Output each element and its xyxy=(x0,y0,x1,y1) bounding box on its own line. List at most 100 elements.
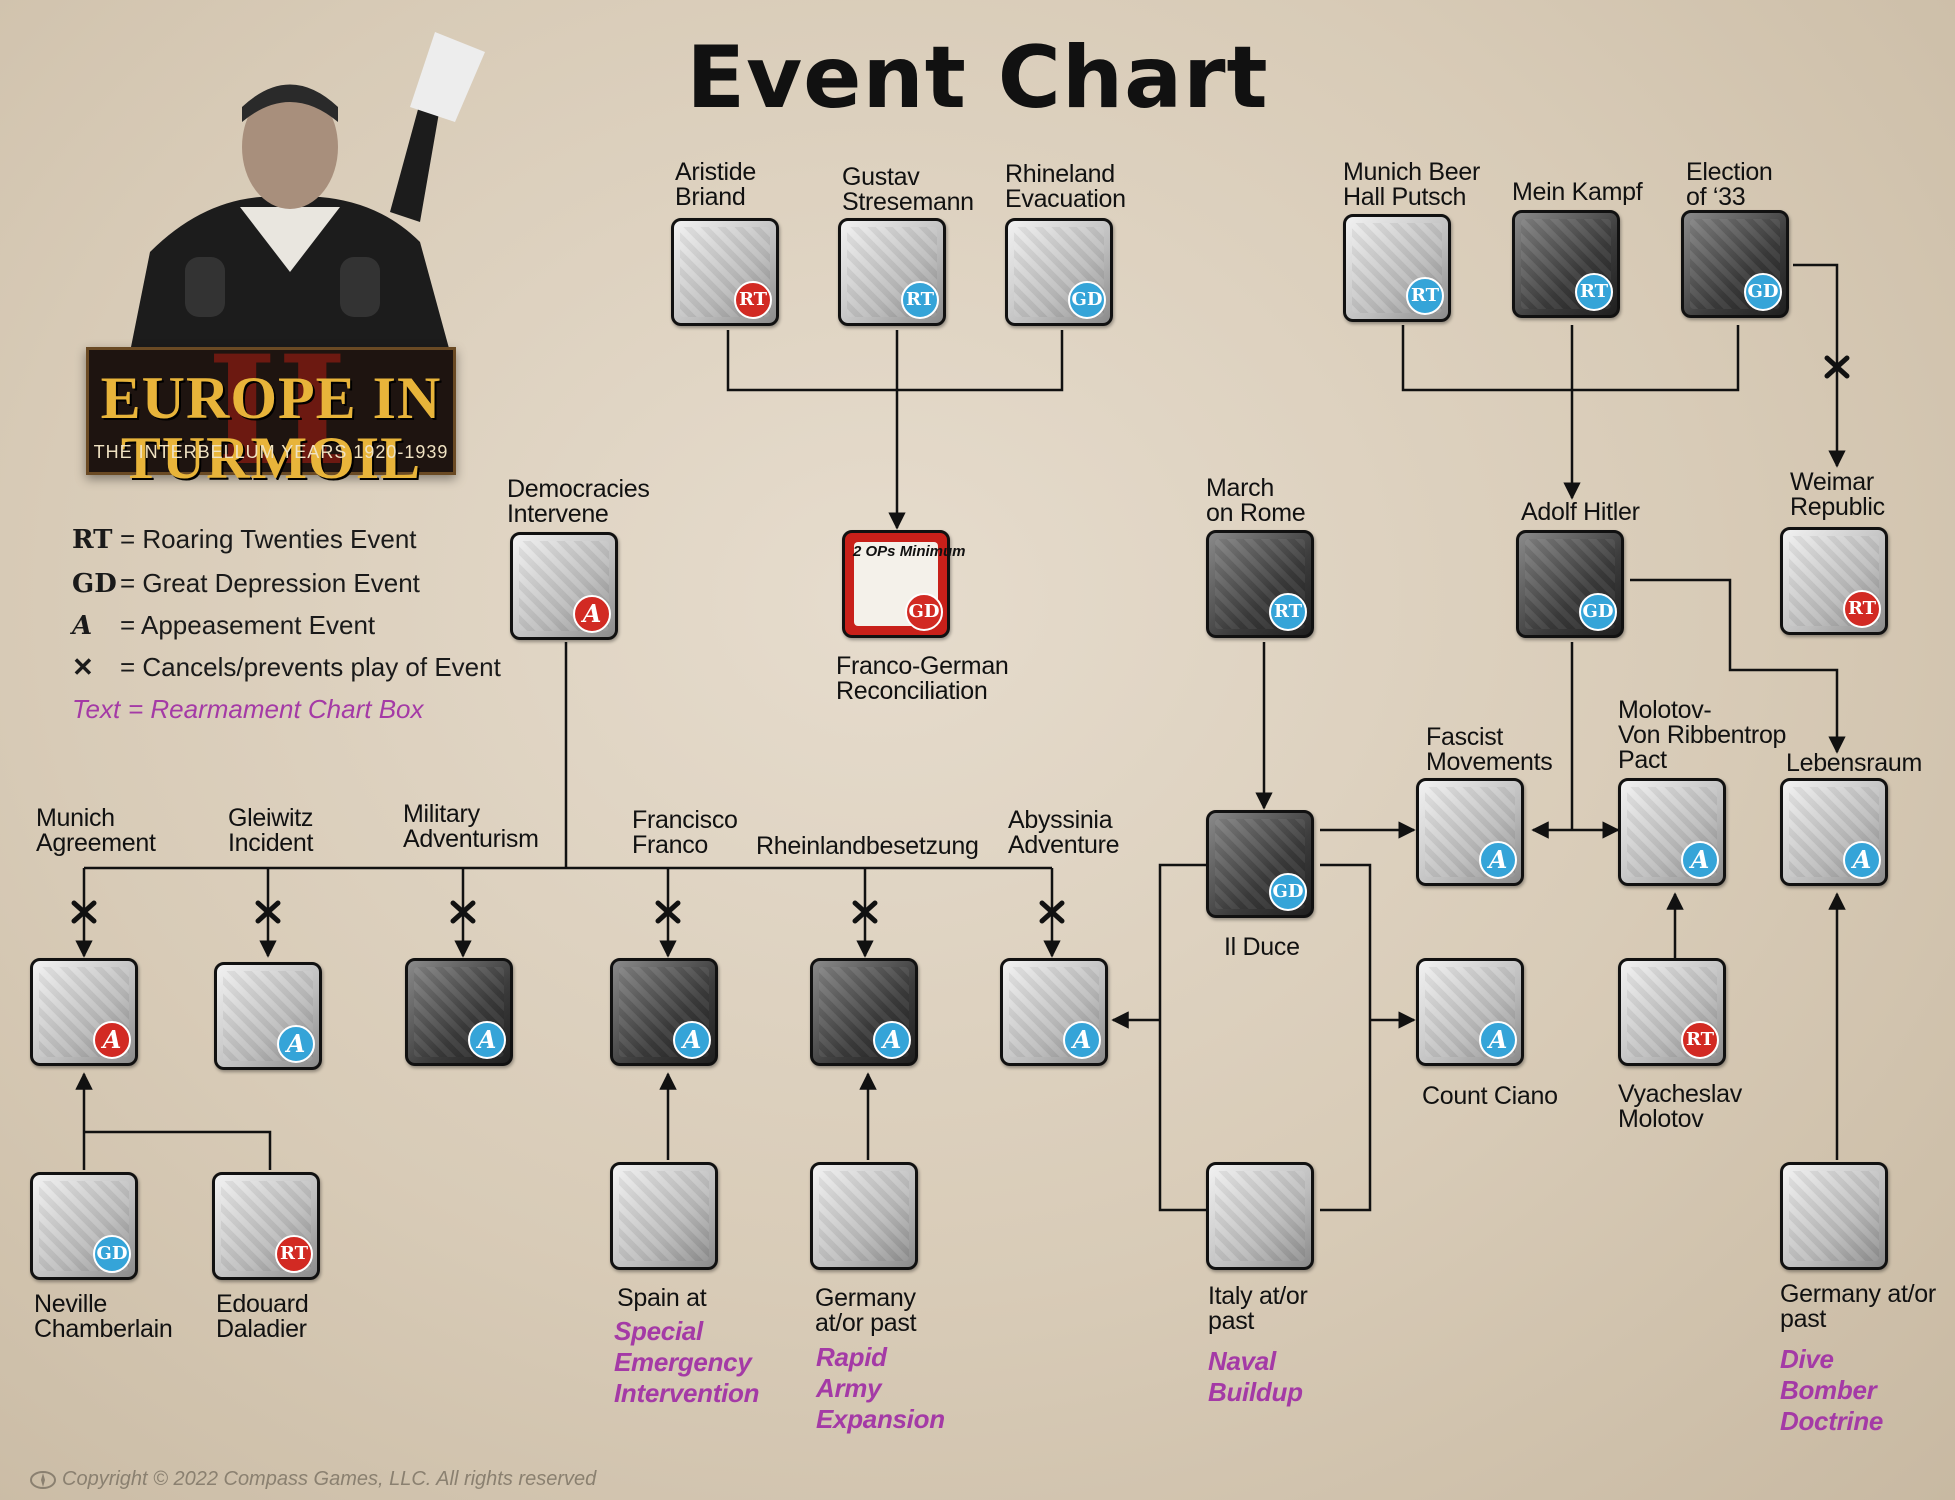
card-beer-hall-putsch[interactable]: RT xyxy=(1343,214,1451,322)
card-election-33[interactable]: GD xyxy=(1681,210,1789,318)
card-abyssinia-adventure[interactable]: A xyxy=(1000,958,1108,1066)
label-march-on-rome: March on Rome xyxy=(1206,474,1306,527)
label-stresemann: Gustav Stresemann xyxy=(842,163,974,216)
rt-badge-icon: RT xyxy=(1843,590,1881,628)
gd-badge-icon: GD xyxy=(1269,873,1307,911)
gd-badge-icon: GD xyxy=(93,1235,131,1273)
rearm-germany-army: Rapid Army Expansion xyxy=(816,1342,945,1434)
appeasement-badge-icon: A xyxy=(1063,1021,1101,1059)
box-text: 2 OPs Minimum xyxy=(853,543,966,560)
label-lebensraum: Lebensraum xyxy=(1786,749,1922,777)
card-weimar-republic[interactable]: RT xyxy=(1780,527,1888,635)
card-march-on-rome[interactable]: RT xyxy=(1206,530,1314,638)
logo-numeral: II xyxy=(207,323,348,499)
rt-badge-icon: RT xyxy=(901,281,939,319)
card-fascist-movements[interactable]: A xyxy=(1416,778,1524,886)
label-rhineland-evacuation: Rhineland Evacuation xyxy=(1005,160,1126,213)
legend-gd: GD= Great Depression Event xyxy=(72,568,420,599)
card-gleiwitz-incident[interactable]: A xyxy=(214,962,322,1070)
cancel-marks xyxy=(71,355,1850,924)
rt-badge-icon: RT xyxy=(275,1235,313,1273)
card-il-duce[interactable]: GD xyxy=(1206,810,1314,918)
card-francisco-franco[interactable]: A xyxy=(610,958,718,1066)
copyright: Copyright © 2022 Compass Games, LLC. All… xyxy=(30,1468,596,1491)
appeasement-badge-icon: A xyxy=(673,1021,711,1059)
rearm-italy: Naval Buildup xyxy=(1208,1346,1303,1407)
card-munich-agreement[interactable]: A xyxy=(30,958,138,1066)
label-vyacheslav-molotov: Vyacheslav Molotov xyxy=(1618,1080,1742,1133)
appeasement-badge-icon: A xyxy=(1479,1021,1517,1059)
label-abyssinia-adventure: Abyssinia Adventure xyxy=(1008,806,1120,859)
card-democracies-intervene[interactable]: A xyxy=(510,532,618,640)
label-military-adventurism: Military Adventurism xyxy=(403,800,539,853)
appeasement-badge-icon: A xyxy=(277,1025,315,1063)
hero-image xyxy=(70,12,510,482)
card-lebensraum[interactable]: A xyxy=(1780,778,1888,886)
label-briand: Aristide Briand xyxy=(675,158,756,211)
label-gleiwitz-incident: Gleiwitz Incident xyxy=(228,804,314,857)
card-edouard-daladier[interactable]: RT xyxy=(212,1172,320,1280)
appeasement-badge-icon: A xyxy=(573,595,611,633)
label-italy: Italy at/or past xyxy=(1208,1282,1308,1335)
card-germany-army[interactable] xyxy=(810,1162,918,1270)
card-adolf-hitler[interactable]: GD xyxy=(1516,530,1624,638)
appeasement-badge-icon: A xyxy=(1479,841,1517,879)
rt-badge-icon: RT xyxy=(734,281,772,319)
label-election-33: Election of ‘33 xyxy=(1686,158,1773,211)
rt-badge-icon: RT xyxy=(1406,277,1444,315)
card-neville-chamberlain[interactable]: GD xyxy=(30,1172,138,1280)
label-mein-kampf: Mein Kampf xyxy=(1512,178,1643,206)
card-germany-dive[interactable] xyxy=(1780,1162,1888,1270)
chamberlain-photo xyxy=(90,12,490,352)
label-neville-chamberlain: Neville Chamberlain xyxy=(34,1290,173,1343)
appeasement-badge-icon: A xyxy=(93,1021,131,1059)
legend-rearmament: Text= Rearmament Chart Box xyxy=(72,694,424,724)
logo-name: EUROPE IN TURMOIL xyxy=(100,365,442,491)
rearm-germany-dive: Dive Bomber Doctrine xyxy=(1780,1344,1884,1436)
label-fascist-movements: Fascist Movements xyxy=(1426,723,1553,776)
gd-badge-icon: GD xyxy=(1579,593,1617,631)
game-logo: II EUROPE IN TURMOIL THE INTERBELLUM YEA… xyxy=(86,336,456,488)
label-weimar-republic: Weimar Republic xyxy=(1790,468,1885,521)
label-democracies-intervene: Democracies Intervene xyxy=(507,475,650,528)
label-beer-hall-putsch: Munich Beer Hall Putsch xyxy=(1343,158,1481,211)
label-munich-agreement: Munich Agreement xyxy=(36,804,156,857)
card-molotov-pact[interactable]: A xyxy=(1618,778,1726,886)
rt-badge-icon: RT xyxy=(1269,593,1307,631)
card-count-ciano[interactable]: A xyxy=(1416,958,1524,1066)
card-rheinlandbesetzung[interactable]: A xyxy=(810,958,918,1066)
card-vyacheslav-molotov[interactable]: RT xyxy=(1618,958,1726,1066)
label-il-duce: Il Duce xyxy=(1224,933,1300,961)
rt-badge-icon: RT xyxy=(1681,1021,1719,1059)
compass-logo-icon xyxy=(30,1470,56,1490)
label-spain: Spain at xyxy=(617,1284,707,1312)
label-germany-army: Germany at/or past xyxy=(815,1284,917,1337)
appeasement-badge-icon: A xyxy=(1681,841,1719,879)
legend-appeasement: A= Appeasement Event xyxy=(72,610,376,641)
card-mein-kampf[interactable]: RT xyxy=(1512,210,1620,318)
appeasement-badge-icon: A xyxy=(468,1021,506,1059)
appeasement-badge-icon: A xyxy=(873,1021,911,1059)
label-adolf-hitler: Adolf Hitler xyxy=(1521,498,1640,526)
legend-rt: RT= Roaring Twenties Event xyxy=(72,524,417,555)
card-rhineland-evacuation[interactable]: GD xyxy=(1005,218,1113,326)
appeasement-badge-icon: A xyxy=(1843,841,1881,879)
card-italy[interactable] xyxy=(1206,1162,1314,1270)
page-title: Event Chart xyxy=(686,28,1269,128)
card-briand[interactable]: RT xyxy=(671,218,779,326)
label-rheinlandbesetzung: Rheinlandbesetzung xyxy=(756,832,979,860)
card-stresemann[interactable]: RT xyxy=(838,218,946,326)
card-spain[interactable] xyxy=(610,1162,718,1270)
logo-subtitle: THE INTERBELLUM YEARS 1920-1939 xyxy=(93,442,449,462)
label-francisco-franco: Francisco Franco xyxy=(632,806,738,859)
label-franco-german: Franco-German Reconciliation xyxy=(836,652,1009,705)
card-military-adventurism[interactable]: A xyxy=(405,958,513,1066)
label-count-ciano: Count Ciano xyxy=(1422,1082,1558,1110)
label-molotov-pact: Molotov- Von Ribbentrop Pact xyxy=(1618,696,1787,774)
gd-badge-icon: GD xyxy=(1068,281,1106,319)
label-germany-dive: Germany at/or past xyxy=(1780,1280,1936,1333)
gd-badge-icon: GD xyxy=(905,593,943,631)
